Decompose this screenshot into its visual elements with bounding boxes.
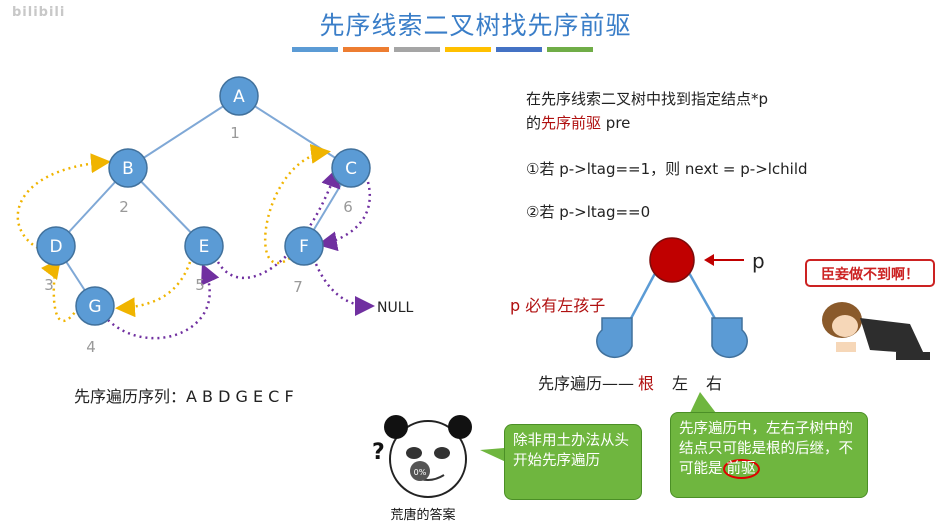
order-e: 5 [195, 276, 205, 294]
next-threads [108, 172, 370, 338]
order-d: 3 [44, 276, 54, 294]
order-g: 4 [86, 338, 96, 356]
rule-1: ①若 p->ltag==1，则 next = p->lchild [526, 158, 808, 179]
desc-line-1: 在先序线索二叉树中找到指定结点*p [526, 88, 768, 109]
p-left-note: p 必有左孩子 [510, 292, 605, 316]
svg-text:?: ? [372, 440, 385, 465]
bubble-right-circled: 前驱 [723, 459, 760, 479]
rule-2: ②若 p->ltag==0 [526, 201, 650, 222]
desc-line-2: 的先序前驱 pre [526, 112, 630, 133]
p-node [650, 238, 694, 282]
panda-meme-image: ? 0% [368, 413, 478, 501]
node-g-label: G [88, 297, 101, 317]
preorder-root: 根 [638, 374, 654, 393]
panda-badge: 0% [414, 468, 427, 477]
panda-caption: 荒唐的答案 [368, 504, 478, 523]
meme-text: 臣妾做不到啊！ [821, 266, 919, 283]
preorder-left: 左 [672, 374, 688, 393]
right-subtree-shape [712, 318, 747, 357]
desc-suffix: pre [601, 114, 630, 132]
node-e-label: E [199, 237, 210, 257]
bubble-right-tail [690, 392, 716, 413]
order-a: 1 [230, 124, 240, 142]
meme-girl-image: 臣妾做不到啊！ [800, 258, 940, 366]
node-a-label: A [233, 87, 245, 107]
bubble-right-text: 先序遍历中，左右子树中的结点只可能是根的后继，不可能是 [679, 421, 853, 477]
preorder-rule: 先序遍历——根左右 [538, 370, 722, 394]
null-label: NULL [377, 300, 414, 316]
desc-highlight: 先序前驱 [541, 114, 601, 132]
preorder-right: 右 [706, 374, 722, 393]
traversal-sequence: 先序遍历序列：A B D G E C F [74, 383, 294, 407]
bubble-right: 先序遍历中，左右子树中的结点只可能是根的后继，不可能是前驱 [670, 412, 868, 498]
bubble-left-tail [480, 448, 506, 462]
node-b-label: B [122, 159, 134, 179]
left-subtree-shape [597, 318, 632, 357]
node-c-label: C [345, 159, 357, 179]
p-pointer-arrowhead [704, 254, 714, 266]
node-d-label: D [49, 237, 62, 257]
order-b: 2 [119, 198, 129, 216]
tree-edges [56, 96, 351, 306]
order-f: 7 [293, 278, 303, 296]
node-f-label: F [299, 237, 309, 257]
preorder-prefix: 先序遍历—— [538, 374, 634, 393]
order-c: 6 [343, 198, 353, 216]
desc-prefix: 的 [526, 114, 541, 132]
p-label: p [752, 249, 765, 273]
bubble-left: 除非用土办法从头开始先序遍历 [504, 424, 642, 500]
